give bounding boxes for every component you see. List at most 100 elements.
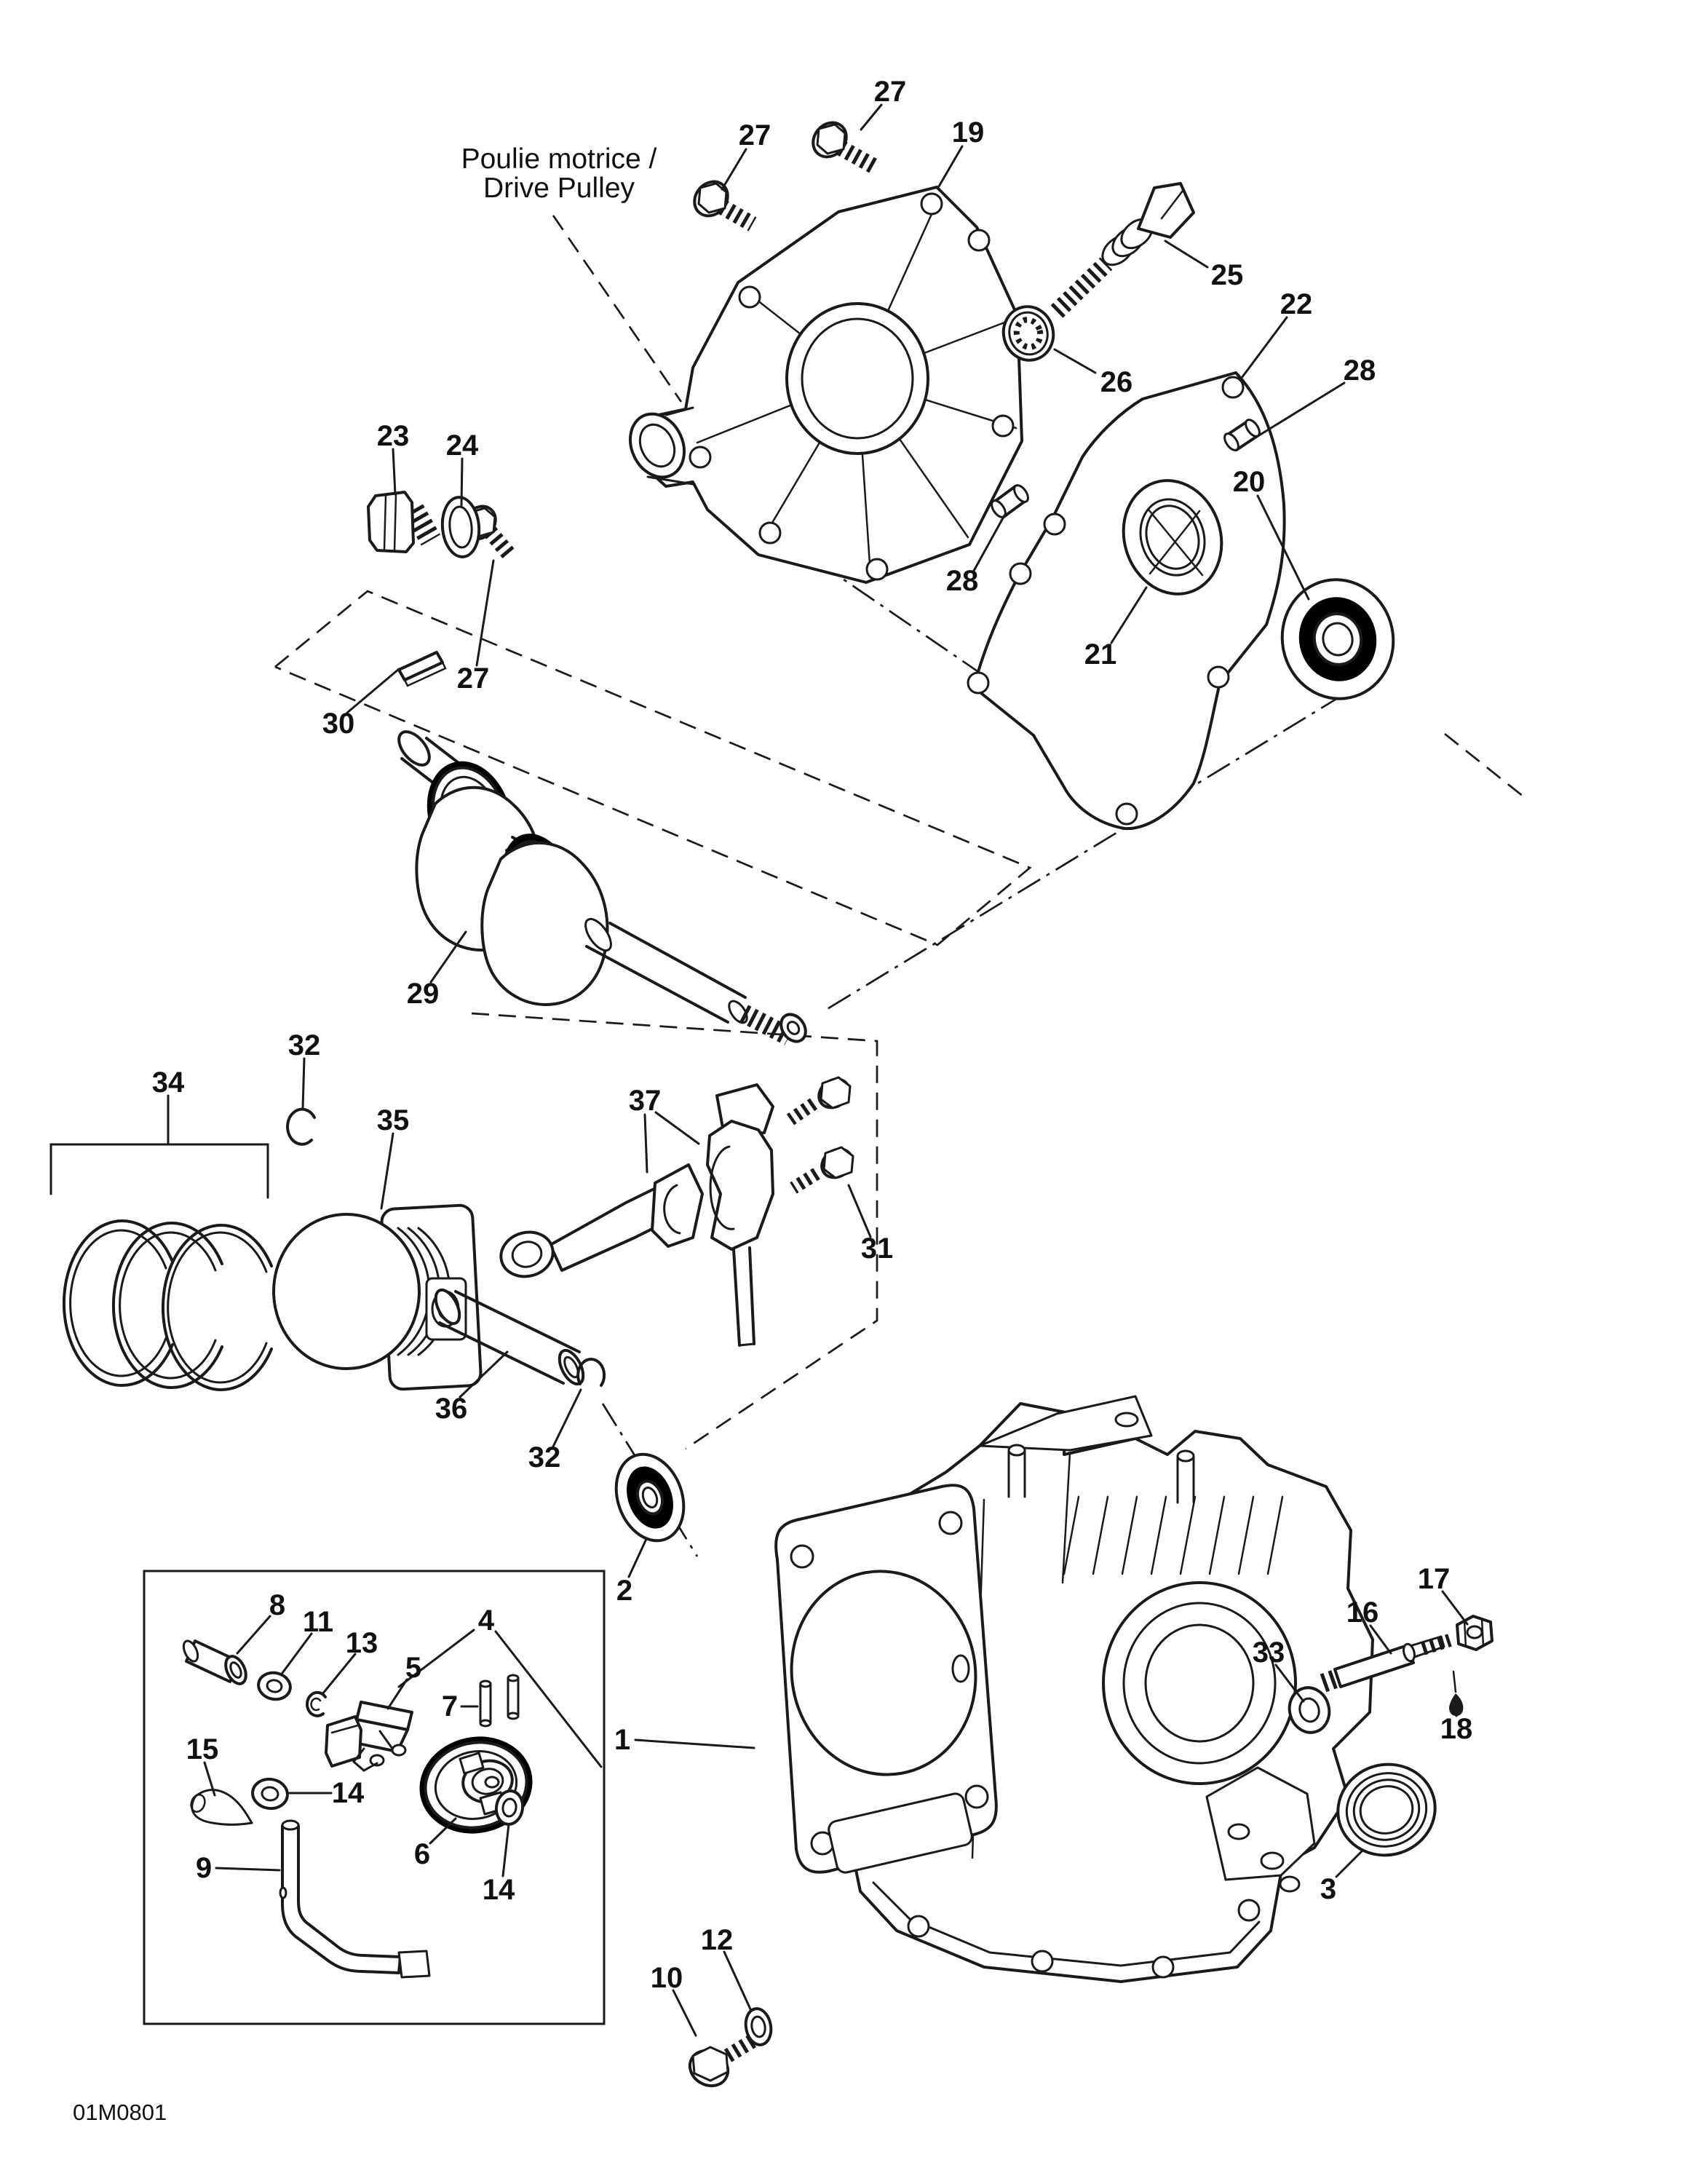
leader-line [501,1823,510,1878]
callout-11: 11 [303,1606,333,1638]
callout-4: 4 [478,1605,495,1637]
leader-line [203,1761,216,1797]
box-outline [143,1570,606,2025]
crankcase-bore [1102,1581,1297,1785]
callout-12: 12 [701,1924,734,1956]
leader-line [215,1867,281,1872]
leader-line [721,148,747,191]
callout-27b: 27 [874,76,907,108]
callout-30: 30 [322,708,355,740]
callout-14b: 14 [483,1874,515,1906]
leader-line [321,1653,357,1696]
governor-holder-5 [325,1701,413,1772]
leader-line [1254,381,1346,439]
crank-box [274,590,1032,946]
cooling-fins [1063,1495,1284,1575]
leader-line [429,1817,457,1845]
washer-14-left [251,1777,289,1811]
axis-dashdot-2 [822,693,1344,1013]
axis-dash-1 [552,215,683,403]
callout-28r: 28 [1344,355,1376,387]
drain-bolt-10 [688,2029,766,2088]
governor-gear-6 [419,1736,533,1834]
callout-14a: 14 [332,1777,365,1809]
top-bracket [978,1395,1153,1452]
callout-23: 23 [377,420,410,452]
callout-9: 9 [196,1852,212,1884]
leader-line [634,1738,755,1749]
leader-line [1110,586,1148,644]
leader-line [1240,316,1288,379]
callout-28l: 28 [946,565,979,597]
callout-27c: 27 [457,662,490,695]
leader-line [1453,1704,1458,1717]
leader-line [627,1538,648,1578]
governor-shaft-9 [279,1819,431,1979]
callout-13: 13 [346,1627,378,1659]
leader-line [860,103,883,131]
leader-line [397,1629,475,1688]
callout-7: 7 [442,1690,458,1722]
pulley-label-line1: Poulie motrice / [461,143,657,175]
circlip-32a [286,1107,316,1146]
leader-line [654,1111,700,1145]
rod-bolt-31a [786,1076,852,1125]
leader-line [643,1113,648,1174]
leader-line [672,1989,697,2037]
callout-6: 6 [414,1838,430,1870]
oil-seal-3 [1336,1762,1437,1857]
callout-10: 10 [651,1962,683,1994]
head-studs [1007,1444,1195,1504]
callout-20: 20 [1233,466,1266,498]
governor-parts-box [143,1570,606,2025]
leader-line [972,514,1006,572]
mount-bracket [1205,1766,1316,1893]
oil-dipstick-25 [1050,182,1195,318]
e-ring-13 [306,1690,327,1717]
flange-screw-27b [812,121,878,173]
rod-bolt-31b [790,1146,854,1194]
governor-pins-7 [479,1674,520,1728]
callout-25: 25 [1211,259,1244,291]
cylinder-gasket-1 [774,1484,998,1874]
circlip-32b [576,1358,606,1387]
ball-bearing-20 [1280,578,1395,700]
callout-34: 34 [152,1067,185,1099]
oil-fill-neck [629,406,694,486]
leader-line [1335,1848,1365,1878]
bearing20-axis [1444,732,1528,801]
cover-bolt-ears [689,192,1015,581]
ball-bearing-2 [614,1452,686,1543]
callout-32a: 32 [288,1029,321,1061]
axis-dashdot-1 [669,459,1055,725]
washer-14-right [494,1789,525,1826]
pin-8 [182,1639,247,1685]
leader-line [723,1950,753,2012]
leader-line [429,930,467,984]
leader-line [346,668,400,714]
leader-line [1256,494,1310,601]
oil-plug-23 [367,491,441,553]
leader-line [1053,348,1097,374]
leader-line [847,1184,872,1238]
nut-17 [1456,1615,1493,1651]
part-code: 01M0801 [73,2100,167,2125]
callout-18: 18 [1440,1713,1473,1745]
apply-line-18 [1452,1670,1457,1693]
washer-24 [440,496,481,558]
oil-drop-18 [1449,1693,1464,1717]
gasket-ears [967,376,1245,826]
leader-line [937,145,964,188]
callout-36: 36 [435,1393,468,1425]
callout-27a: 27 [739,119,771,151]
callout-2: 2 [616,1575,632,1607]
oil-pan-flange [872,1881,1261,1979]
leader-line [1369,1624,1392,1655]
leader-line [460,457,464,507]
pulley-label-line2: Drive Pulley [483,173,635,204]
flange-screw-27a [693,180,757,232]
knock-pin-28-right [1223,419,1261,451]
leader-line [1274,1663,1305,1703]
